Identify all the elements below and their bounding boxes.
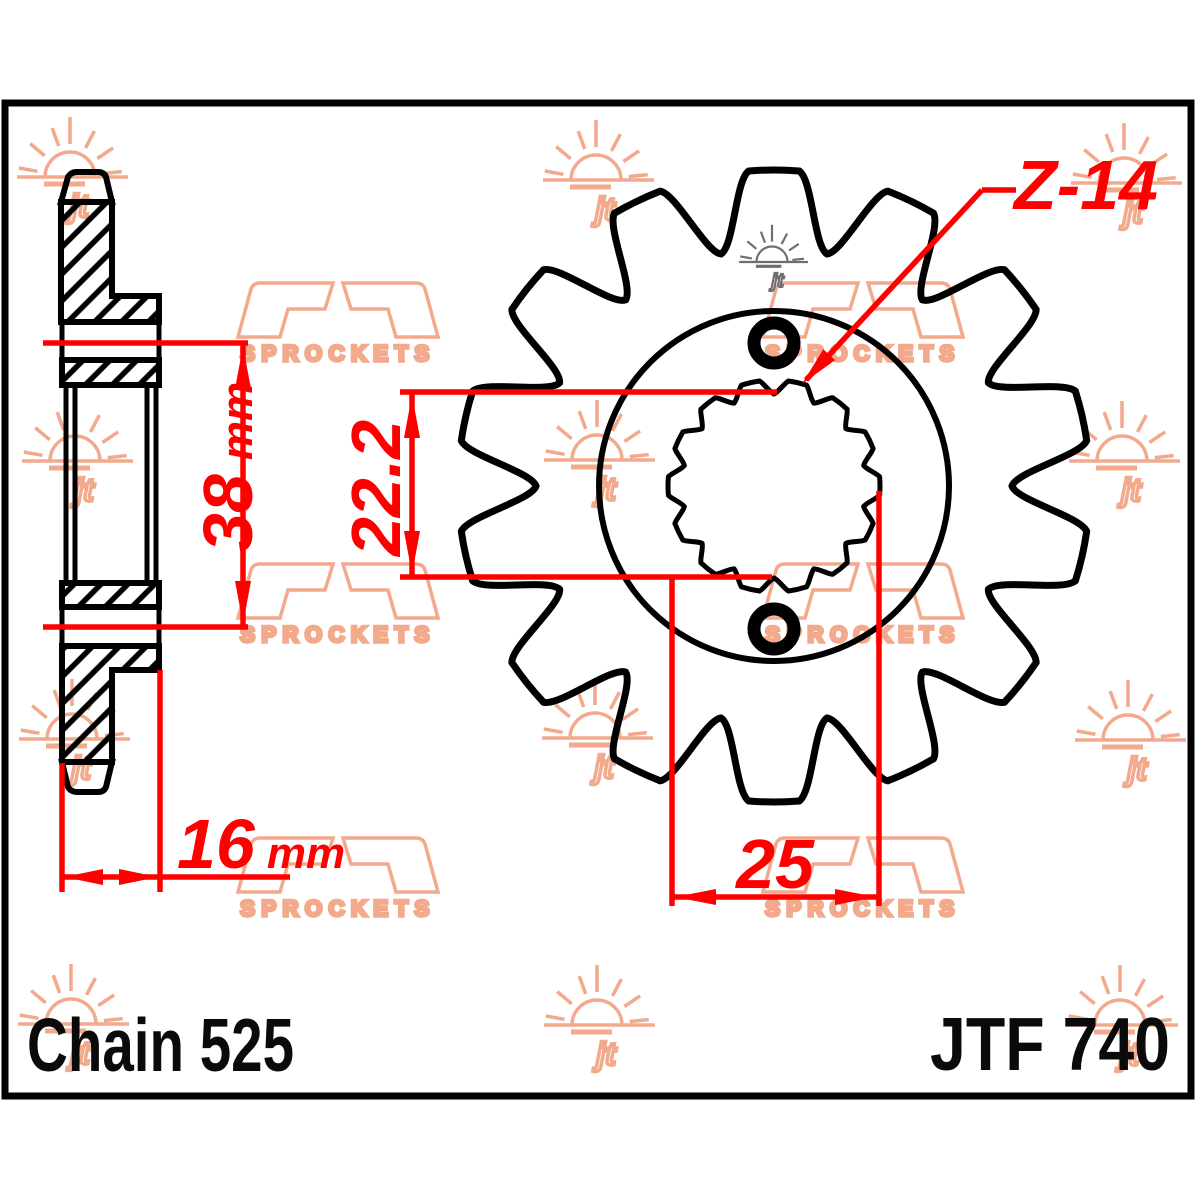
side-view-cross-section — [57, 169, 162, 795]
bore-walls — [63, 385, 159, 583]
arrow-down-icon — [404, 531, 420, 574]
front-view — [457, 166, 1091, 806]
sun-watermark-icon — [544, 965, 655, 1072]
arrow-left-icon — [675, 889, 716, 905]
tooth-tip-top — [57, 169, 116, 205]
tooth-tip-bottom — [58, 759, 116, 795]
arrow-up-icon — [235, 346, 251, 389]
dim-bore-label: 22.2 — [337, 420, 415, 558]
sun-watermark-icon — [1075, 680, 1186, 787]
bolt-hole-bottom — [747, 602, 801, 656]
hatched-rim-bottom — [59, 643, 162, 765]
sun-watermark-icon — [543, 120, 654, 227]
arrow-left-icon — [64, 869, 103, 885]
hatched-band-bottom — [59, 580, 162, 610]
hatched-band-top — [59, 357, 162, 388]
part-number-label: JTF 740 — [930, 1002, 1170, 1086]
arrow-right-icon — [835, 889, 876, 905]
arrow-right-icon — [119, 869, 158, 885]
dim-38mm-label: 38mm — [189, 382, 267, 552]
teeth-count-label: Z-14 — [1012, 146, 1158, 224]
dimension-22-2: 22.2 — [337, 389, 777, 580]
dimension-38mm: 38mm — [43, 340, 267, 630]
arrow-up-icon — [404, 395, 420, 438]
sprocket-teeth-outline — [457, 166, 1091, 806]
chain-size-label: Chain 525 — [27, 1003, 294, 1087]
drawing-frame — [1, 99, 1195, 1100]
arrow-down-icon — [235, 581, 251, 624]
arrow-down-left-icon — [802, 349, 836, 384]
dim-spline-label: 25 — [734, 825, 815, 903]
bolt-hole-top — [747, 316, 801, 370]
teeth-count-callout: Z-14 — [802, 146, 1158, 384]
dimension-25: 25 — [669, 491, 882, 906]
hatched-rim-top — [58, 199, 162, 325]
watermark-layer — [17, 117, 1186, 1072]
spline-bore-outline — [665, 378, 883, 594]
hub-circle — [596, 308, 952, 664]
jt-sprockets-logo-watermark — [238, 283, 438, 366]
